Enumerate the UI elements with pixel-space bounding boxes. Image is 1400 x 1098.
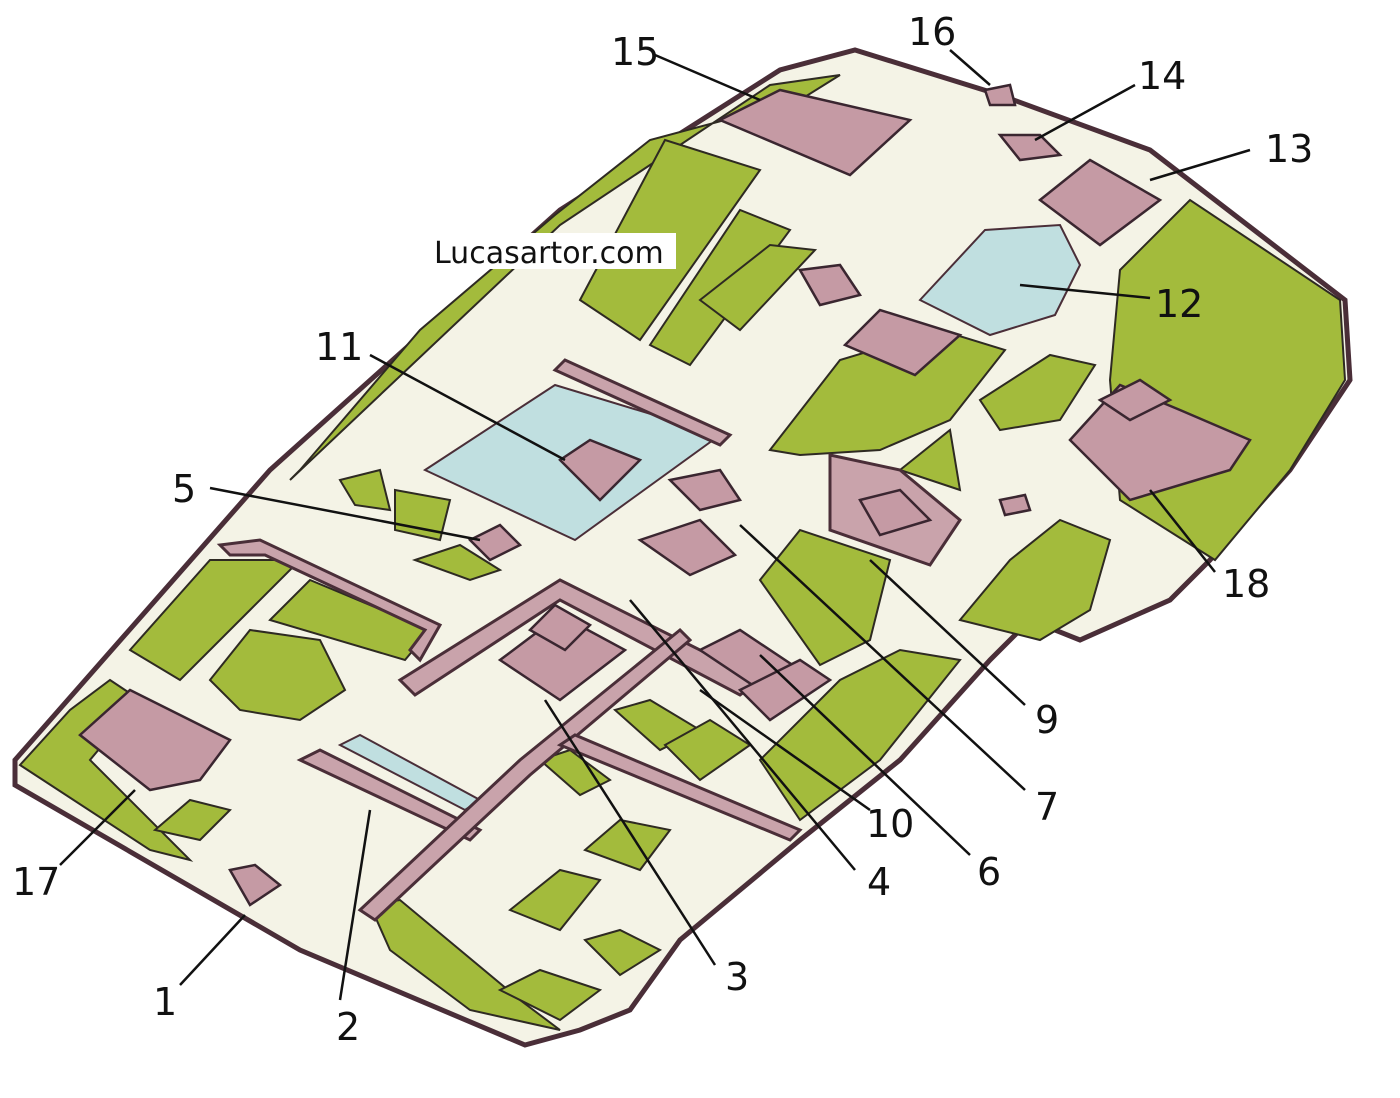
label-12: 12: [1155, 282, 1203, 326]
label-18: 18: [1222, 562, 1270, 606]
label-14: 14: [1138, 54, 1186, 98]
label-5: 5: [172, 467, 196, 511]
label-4: 4: [867, 860, 891, 904]
label-10: 10: [866, 802, 914, 846]
label-7: 7: [1035, 785, 1059, 829]
leader-lines: [59, 49, 1251, 1001]
label-13: 13: [1265, 127, 1313, 171]
label-16: 16: [908, 10, 956, 54]
label-17: 17: [12, 860, 60, 904]
label-6: 6: [977, 850, 1001, 894]
label-2: 2: [336, 1005, 360, 1049]
buildings: [78, 83, 1252, 907]
label-9: 9: [1035, 698, 1059, 742]
label-11: 11: [315, 325, 363, 369]
label-1: 1: [153, 980, 177, 1024]
label-3: 3: [725, 955, 749, 999]
label-15: 15: [611, 30, 659, 74]
watermark-bg: [430, 233, 676, 269]
watermark: Lucasartor.com: [434, 236, 664, 271]
north-pond: [918, 223, 1082, 337]
